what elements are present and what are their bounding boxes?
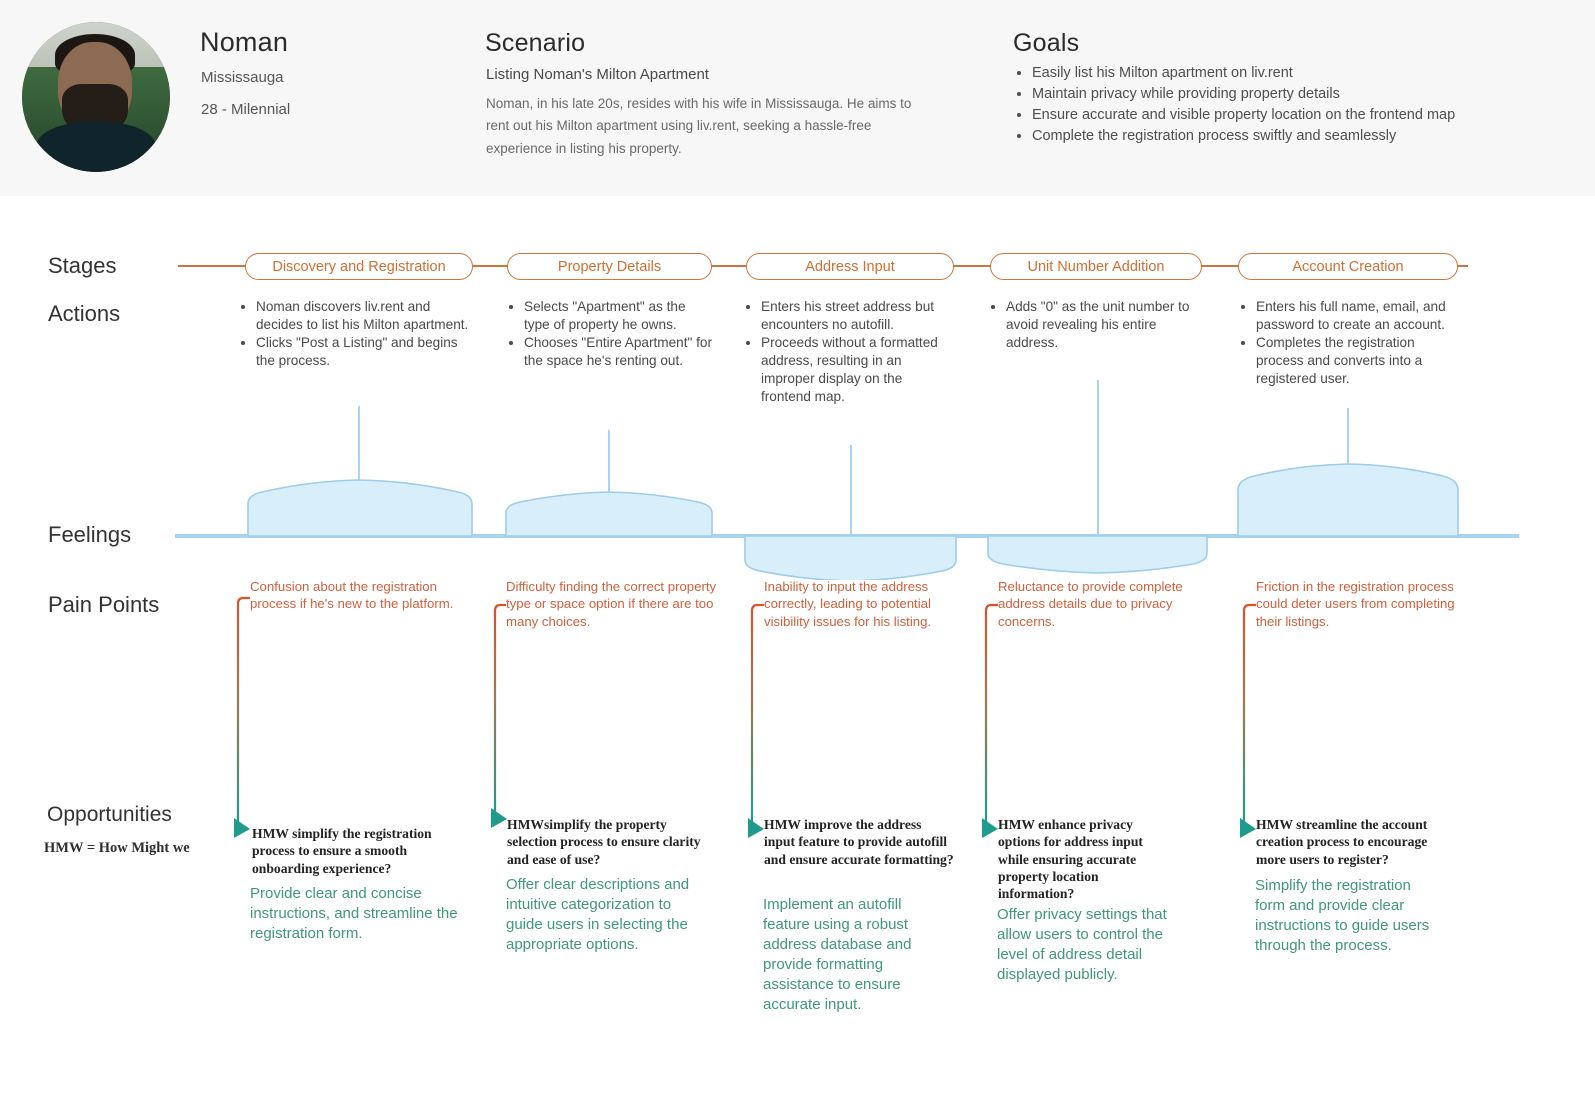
pain-point-1: Confusion about the registration process…: [250, 579, 454, 612]
action-item: Enters his street address but encounters…: [761, 298, 945, 334]
action-item: Enters his full name, email, and passwor…: [1256, 298, 1462, 334]
pain-point-5: Friction in the registration process cou…: [1256, 579, 1455, 629]
actions-column-4: Adds "0" as the unit number to avoid rev…: [990, 298, 1195, 352]
avatar-body: [36, 122, 156, 172]
arrow-icon-3: [748, 818, 764, 838]
stage-pill-account-creation[interactable]: Account Creation: [1238, 253, 1458, 280]
hmw-question-2: HMWsimplify the property selection proce…: [507, 817, 701, 867]
action-item: Completes the registration process and c…: [1256, 334, 1462, 388]
goals-title: Goals: [1013, 29, 1080, 57]
persona-header: Noman Mississauga 28 - Milennial Scenari…: [0, 0, 1595, 196]
action-item: Proceeds without a formatted address, re…: [761, 334, 945, 406]
arrow-icon-4: [982, 818, 998, 838]
feeling-blob-property-details: [505, 491, 713, 537]
feeling-blob-address-input: [744, 535, 957, 580]
arrow-icon-1: [234, 818, 250, 838]
feelings-chart: [175, 380, 1519, 580]
goals-list: Easily list his Milton apartment on liv.…: [1032, 64, 1512, 149]
persona-city: Mississauga: [201, 69, 284, 86]
avatar: [22, 22, 170, 172]
opportunity-solution-4: Offer privacy settings that allow users …: [997, 906, 1167, 983]
connector-2: [493, 603, 506, 814]
pain-point-2: Difficulty finding the correct property …: [506, 579, 717, 629]
row-label-actions: Actions: [48, 301, 121, 326]
stage-pill-unit-number-addition[interactable]: Unit Number Addition: [990, 253, 1202, 280]
hmw-legend: HMW = How Might we: [44, 840, 190, 856]
persona-name: Noman: [200, 27, 289, 57]
stage-pill-discovery-and-registration[interactable]: Discovery and Registration: [245, 253, 473, 280]
hmw-question-4: HMW enhance privacy options for address …: [998, 817, 1143, 901]
arrow-icon-5: [1240, 818, 1256, 838]
actions-column-1: Noman discovers liv.rent and decides to …: [240, 298, 476, 370]
row-label-feelings: Feelings: [48, 522, 132, 547]
pain-point-4: Reluctance to provide complete address d…: [998, 579, 1183, 629]
feeling-blob-discovery-and-registration: [247, 479, 473, 537]
actions-column-3: Enters his street address but encounters…: [745, 298, 945, 406]
action-item: Adds "0" as the unit number to avoid rev…: [1006, 298, 1195, 352]
goal-item: Complete the registration process swiftl…: [1032, 127, 1512, 146]
scenario-title: Scenario: [485, 29, 586, 57]
arrow-icon-2: [491, 808, 507, 828]
goal-item: Maintain privacy while providing propert…: [1032, 85, 1512, 104]
action-item: Clicks "Post a Listing" and begins the p…: [256, 334, 476, 370]
connector-3: [750, 603, 764, 824]
stage-pill-property-details[interactable]: Property Details: [507, 253, 712, 280]
action-item: Selects "Apartment" as the type of prope…: [524, 298, 714, 334]
connector-5: [1242, 603, 1256, 824]
row-label-pain-points: Pain Points: [48, 592, 160, 617]
hmw-question-3: HMW improve the address input feature to…: [764, 817, 954, 867]
opportunity-solution-1: Provide clear and concise instructions, …: [250, 885, 458, 942]
feeling-blob-account-creation: [1237, 463, 1459, 537]
hmw-question-5: HMW streamline the account creation proc…: [1256, 817, 1428, 867]
persona-age-group: 28 - Milennial: [201, 101, 291, 118]
goal-item: Easily list his Milton apartment on liv.…: [1032, 64, 1512, 83]
row-label-opportunities: Opportunities: [47, 803, 172, 826]
goal-item: Ensure accurate and visible property loc…: [1032, 106, 1512, 125]
action-item: Chooses "Entire Apartment" for the space…: [524, 334, 714, 370]
pain-point-3: Inability to input the address correctly…: [764, 579, 932, 629]
actions-column-5: Enters his full name, email, and passwor…: [1240, 298, 1462, 388]
opportunity-solution-2: Offer clear descriptions and intuitive c…: [506, 876, 690, 953]
opportunity-solution-3: Implement an autofill feature using a ro…: [763, 896, 912, 1013]
connector-4: [984, 603, 998, 824]
action-item: Noman discovers liv.rent and decides to …: [256, 298, 476, 334]
feeling-blob-unit-number-addition: [987, 535, 1208, 574]
row-label-stages: Stages: [48, 253, 117, 278]
connector-1: [236, 596, 250, 824]
stage-pill-address-input[interactable]: Address Input: [746, 253, 954, 280]
hmw-question-1: HMW simplify the registration process to…: [252, 826, 432, 876]
opportunity-solution-5: Simplify the registration form and provi…: [1255, 877, 1430, 954]
scenario-subtitle: Listing Noman's Milton Apartment: [486, 66, 709, 83]
scenario-body: Noman, in his late 20s, resides with his…: [486, 96, 912, 156]
actions-column-2: Selects "Apartment" as the type of prope…: [508, 298, 714, 370]
